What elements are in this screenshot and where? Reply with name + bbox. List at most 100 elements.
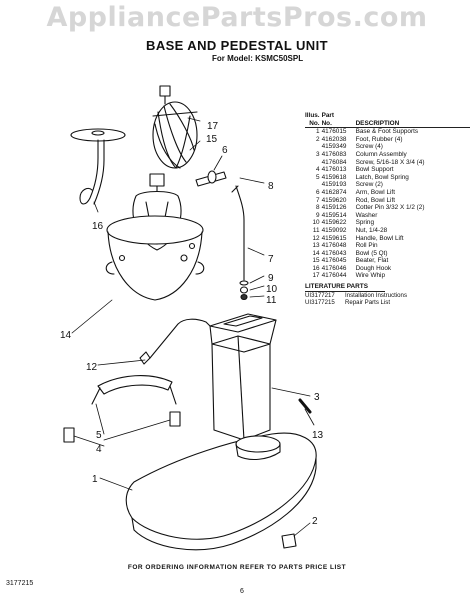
- illus-no-cell: 9: [316, 211, 320, 219]
- rubber-foot-drawing: [281, 533, 297, 549]
- description-cell: Beater, Flat: [355, 257, 389, 265]
- bowl-lift-arm-drawing: [195, 170, 227, 187]
- watermark: AppliancePartsPros.com: [46, 2, 428, 33]
- base-drawing: [125, 432, 317, 551]
- description-cell: Foot, Rubber (4): [355, 135, 403, 143]
- illus-no-cell: [305, 143, 322, 151]
- literature-description-cell: Repair Parts List: [345, 299, 391, 307]
- latch-left-drawing: [63, 427, 75, 443]
- parts-table-header: Illus. No. Part No. DESCRIPTION: [305, 112, 470, 129]
- callout-1: 1: [92, 474, 98, 485]
- description-cell: Base & Foot Supports: [355, 128, 419, 136]
- part-no-cell: 4176045: [321, 257, 347, 265]
- illus-no-cell: 13: [312, 242, 320, 250]
- part-no-cell: 4159618: [321, 173, 347, 181]
- illus-no-cell: 11: [312, 226, 320, 234]
- part-no-cell: 4176013: [321, 166, 347, 174]
- model-subtitle: For Model: KSMC50SPL: [212, 54, 304, 63]
- part-no-cell: 4159620: [321, 196, 347, 204]
- description-cell: Wire Whip: [355, 272, 386, 280]
- part-no-cell: 4159092: [321, 226, 347, 234]
- illus-no-cell: 10: [312, 219, 320, 227]
- callout-10: 10: [266, 284, 278, 295]
- description-cell: Cotter Pin 3/32 X 1/2 (2): [355, 204, 425, 212]
- part-no-cell: 4159514: [321, 211, 347, 219]
- wire-whip-drawing: [152, 85, 198, 169]
- callout-14: 14: [60, 330, 72, 341]
- part-no-cell: 4159193: [321, 181, 347, 189]
- bowl-lift-handle-drawing: [139, 318, 211, 365]
- page-number: 6: [240, 588, 244, 595]
- illus-no-cell: 17: [312, 272, 320, 280]
- description-cell: Handle, Bowl Lift: [355, 234, 404, 242]
- description-cell: Spring: [355, 219, 375, 227]
- ordering-footer: FOR ORDERING INFORMATION REFER TO PARTS …: [127, 564, 347, 571]
- illus-no-cell: 2: [316, 135, 320, 143]
- description-cell: Bowl Support: [355, 166, 394, 174]
- description-cell: Arm, Bowl Lift: [355, 188, 395, 196]
- header-part-no: Part No.: [321, 112, 356, 129]
- document-number: 3177215: [6, 580, 34, 587]
- callout-13: 13: [312, 430, 324, 441]
- illus-no-cell: [305, 181, 322, 189]
- part-no-cell: 4162874: [321, 188, 347, 196]
- part-no-cell: 4162038: [321, 135, 347, 143]
- leader-lines: [71, 117, 315, 537]
- bowl-lift-rod-drawing: [231, 185, 249, 301]
- callout-16: 16: [92, 221, 104, 232]
- description-cell: Bowl (5 Qt): [355, 249, 388, 257]
- part-no-cell: 4176044: [321, 272, 347, 280]
- illus-no-cell: 7: [316, 196, 320, 204]
- literature-row: UI3177215 Repair Parts List: [305, 299, 470, 307]
- description-cell: Screw (2): [355, 181, 383, 189]
- literature-part-cell: UI3177215: [305, 299, 335, 307]
- description-cell: Roll Pin: [355, 242, 378, 250]
- illus-no-cell: 6: [316, 188, 320, 196]
- literature-part-cell: UI3177217: [305, 291, 335, 299]
- description-cell: Dough Hook: [355, 264, 392, 272]
- description-cell: Washer: [355, 211, 378, 219]
- dough-hook-drawing: [70, 128, 126, 205]
- callout-6: 6: [222, 145, 228, 156]
- description-cell: Rod, Bowl Lift: [355, 196, 395, 204]
- description-cell: Screw (4): [355, 143, 383, 151]
- illus-no-cell: 3: [316, 150, 320, 158]
- callout-12: 12: [86, 362, 98, 373]
- part-no-cell: 4159622: [321, 219, 347, 227]
- part-no-cell: 4176043: [321, 249, 347, 257]
- callout-11: 11: [266, 295, 277, 306]
- roll-pin-drawing: [298, 398, 312, 414]
- latch-right-drawing: [169, 411, 181, 427]
- part-no-cell: 4159126: [321, 204, 347, 212]
- illus-no-cell: 5: [316, 173, 320, 181]
- table-row: 4159193 Screw (2): [305, 181, 470, 189]
- part-no-cell: 4176083: [321, 150, 347, 158]
- illus-no-cell: 14: [312, 249, 320, 257]
- illus-no-cell: 16: [312, 264, 320, 272]
- illus-no-cell: 8: [316, 204, 320, 212]
- illus-no-cell: [305, 159, 322, 167]
- part-no-cell: 4176046: [321, 264, 347, 272]
